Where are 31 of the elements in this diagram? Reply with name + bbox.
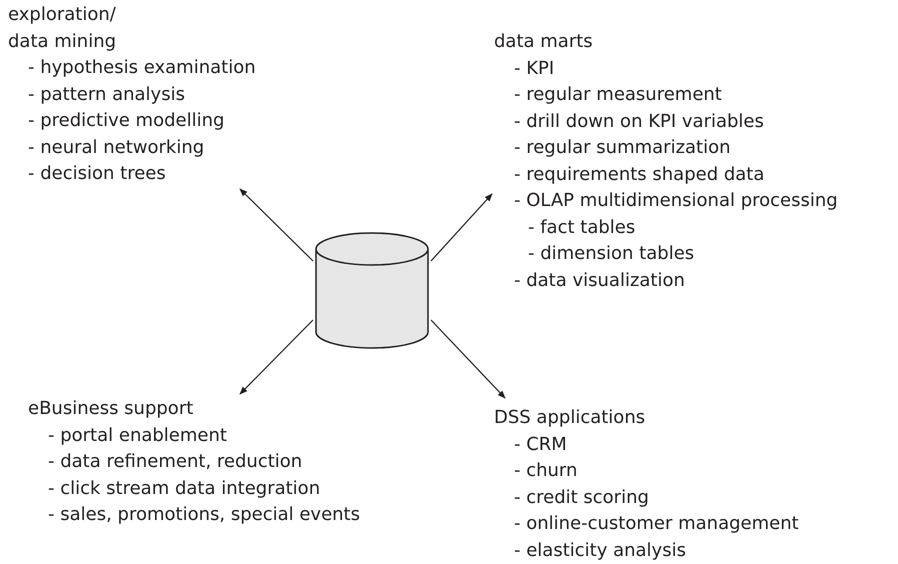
list-item: - predictive modelling [27, 109, 224, 133]
list-item: - click stream data integration [47, 476, 320, 500]
list-item: - elasticity analysis [513, 538, 686, 562]
group-heading: data marts [494, 30, 593, 54]
list-item: - OLAP multidimensional processing [513, 189, 838, 213]
list-item: - data refinement, reduction [47, 450, 302, 474]
list-item: - churn [513, 459, 578, 483]
group-heading: exploration/ data mining [8, 3, 118, 54]
list-item: - regular measurement [513, 83, 722, 107]
list-item: - credit scoring [513, 486, 649, 510]
arrow [430, 320, 506, 399]
list-item: - decision trees [27, 162, 166, 186]
list-item: - hypothesis examination [27, 56, 256, 80]
arrow [239, 320, 314, 395]
list-item: - fact tables [527, 216, 636, 240]
list-item: - data visualization [513, 268, 685, 292]
list-item: - neural networking [27, 136, 204, 160]
list-item: - dimension tables [527, 242, 694, 266]
group-heading: DSS applications [494, 406, 646, 430]
list-item: - portal enablement [47, 424, 227, 448]
list-item: - drill down on KPI variables [513, 110, 764, 134]
arrow [430, 193, 493, 262]
list-item: - pattern analysis [27, 82, 185, 106]
group-heading: eBusiness support [28, 397, 194, 421]
list-item: - KPI [513, 56, 554, 80]
list-item: - requirements shaped data [513, 162, 764, 186]
list-item: - sales, promotions, special events [47, 503, 360, 527]
list-item: - regular summarization [513, 136, 731, 160]
list-item: - online-customer management [513, 512, 799, 536]
arrow [239, 188, 314, 262]
list-item: - CRM [513, 432, 567, 456]
